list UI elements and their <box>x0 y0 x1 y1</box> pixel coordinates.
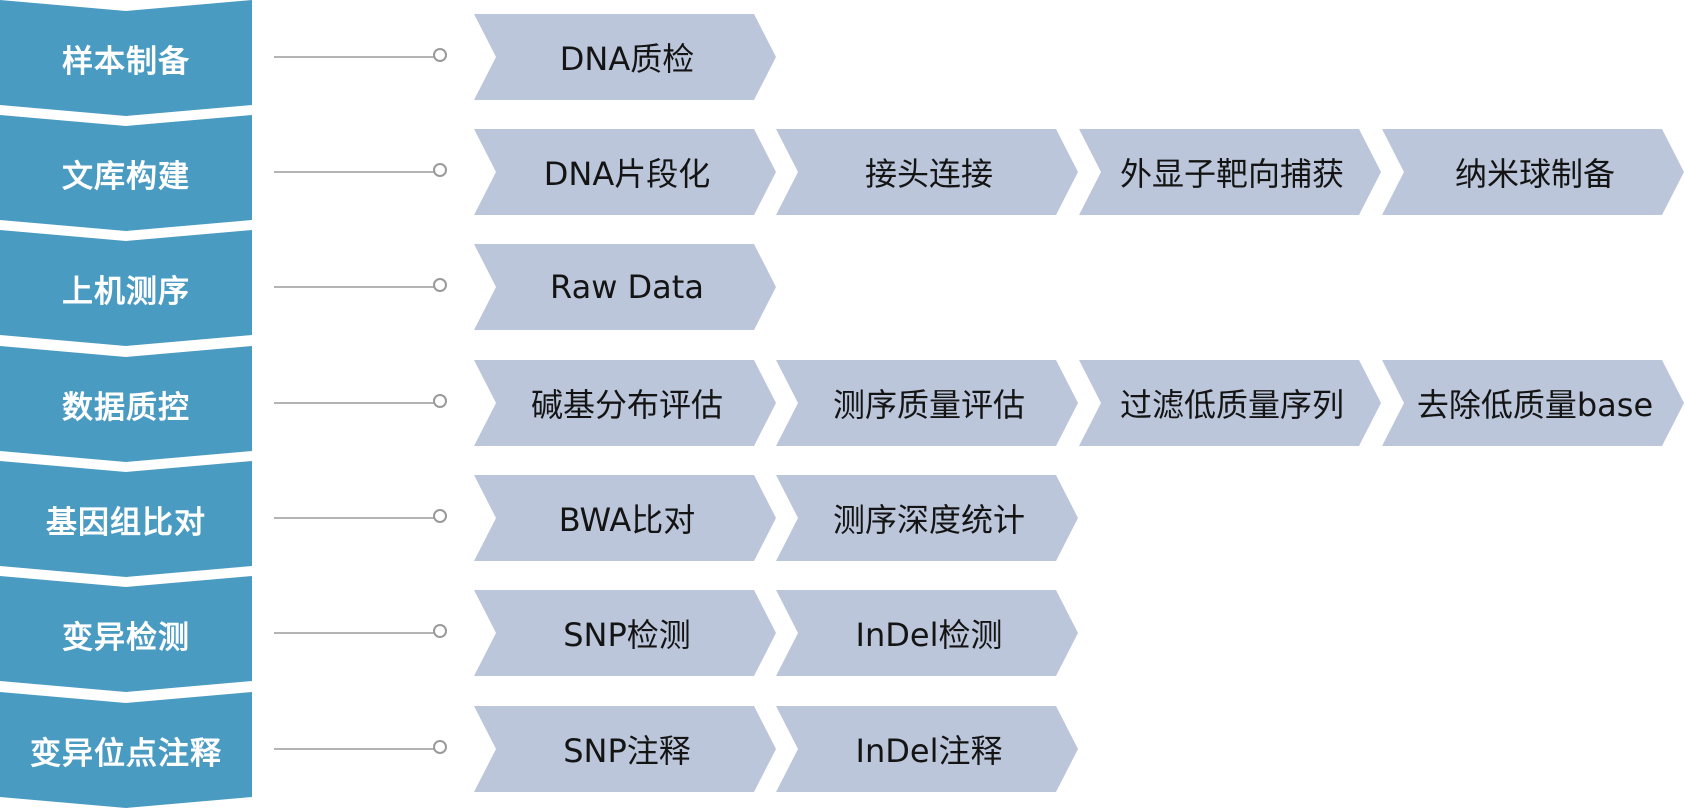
connector-dot <box>433 394 447 408</box>
stage-chevron: 变异位点注释 <box>0 692 252 808</box>
stage-chevron: 数据质控 <box>0 346 252 462</box>
step-arrow: InDel注释 <box>776 706 1078 792</box>
step-arrow: 纳米球制备 <box>1382 129 1684 215</box>
step-label: 碱基分布评估 <box>530 386 723 424</box>
stage-row: 变异位点注释 SNP注释 InDel注释 <box>0 692 1685 808</box>
stage-label: 变异位点注释 <box>30 735 222 772</box>
step-arrow: 碱基分布评估 <box>474 360 776 446</box>
stage-chevron: 上机测序 <box>0 230 252 346</box>
step-arrow: 去除低质量base <box>1382 360 1684 446</box>
connector-dot <box>433 48 447 62</box>
stage-label: 基因组比对 <box>46 504 206 541</box>
step-label: InDel检测 <box>855 616 1003 654</box>
step-label: 接头连接 <box>864 155 993 193</box>
step-arrow: InDel检测 <box>776 590 1078 676</box>
stage-chevron: 基因组比对 <box>0 461 252 577</box>
stage-row: 上机测序 Raw Data <box>0 230 1685 346</box>
connector-dot <box>433 163 447 177</box>
step-label: SNP注释 <box>563 732 691 770</box>
connector-dot <box>433 624 447 638</box>
stage-label: 数据质控 <box>62 389 190 426</box>
connector-line <box>274 632 436 634</box>
step-label: 去除低质量base <box>1416 386 1654 424</box>
stage-row: 文库构建 DNA片段化 接头连接 外显子靶向捕获 纳米球制备 <box>0 115 1685 231</box>
stage-chevron: 变异检测 <box>0 576 252 692</box>
step-arrow: 测序深度统计 <box>776 475 1078 561</box>
connector-line <box>274 171 436 173</box>
step-label: 过滤低质量序列 <box>1119 386 1344 424</box>
stage-chevron: 样本制备 <box>0 0 252 116</box>
step-arrow: Raw Data <box>474 244 776 330</box>
step-arrow: DNA质检 <box>474 14 776 100</box>
connector-line <box>274 286 436 288</box>
stage-row: 基因组比对 BWA比对 测序深度统计 <box>0 461 1685 577</box>
stage-row: 变异检测 SNP检测 InDel检测 <box>0 576 1685 692</box>
step-label: 外显子靶向捕获 <box>1119 155 1344 193</box>
connector-line <box>274 748 436 750</box>
step-label: Raw Data <box>550 268 704 306</box>
step-arrow: SNP注释 <box>474 706 776 792</box>
connector-dot <box>433 740 447 754</box>
connector-line <box>274 56 436 58</box>
step-label: SNP检测 <box>563 616 691 654</box>
stage-label: 变异检测 <box>62 619 190 656</box>
step-label: BWA比对 <box>558 501 696 539</box>
stage-label: 上机测序 <box>62 273 190 310</box>
step-arrow: 接头连接 <box>776 129 1078 215</box>
step-label: 测序质量评估 <box>832 386 1025 424</box>
stage-label: 样本制备 <box>62 43 190 80</box>
step-label: 测序深度统计 <box>832 501 1025 539</box>
step-arrow: 外显子靶向捕获 <box>1079 129 1381 215</box>
step-arrow: DNA片段化 <box>474 129 776 215</box>
connector-dot <box>433 278 447 292</box>
connector-line <box>274 517 436 519</box>
step-arrow: SNP检测 <box>474 590 776 676</box>
step-label: InDel注释 <box>855 732 1003 770</box>
step-label: DNA片段化 <box>543 155 711 193</box>
step-arrow: 测序质量评估 <box>776 360 1078 446</box>
stage-chevron: 文库构建 <box>0 115 252 231</box>
stage-row: 数据质控 碱基分布评估 测序质量评估 过滤低质量序列 去除低质量base <box>0 346 1685 462</box>
step-label: DNA质检 <box>559 40 695 78</box>
step-arrow: 过滤低质量序列 <box>1079 360 1381 446</box>
stage-row: 样本制备 DNA质检 <box>0 0 1685 116</box>
step-label: 纳米球制备 <box>1454 155 1615 193</box>
stage-label: 文库构建 <box>62 158 190 195</box>
step-arrow: BWA比对 <box>474 475 776 561</box>
connector-dot <box>433 509 447 523</box>
connector-line <box>274 402 436 404</box>
